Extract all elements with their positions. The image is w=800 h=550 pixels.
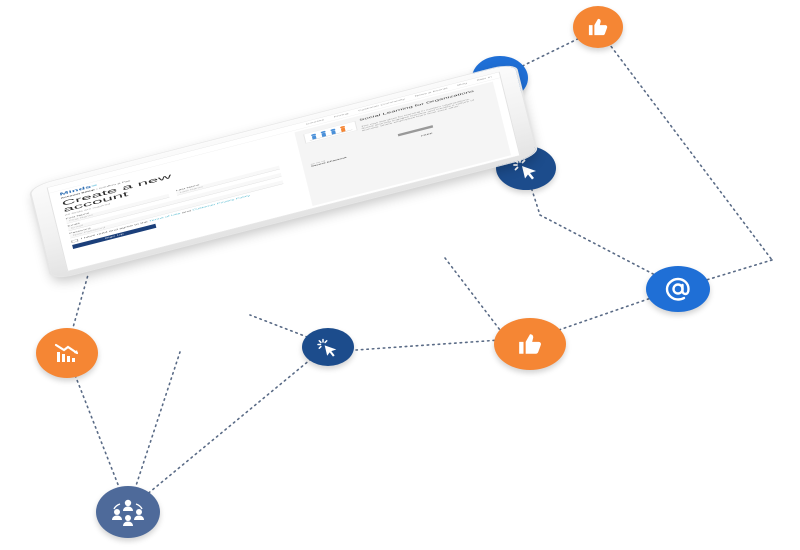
nav-item-blog[interactable]: Blog xyxy=(456,82,468,87)
nav-item-pricing[interactable]: Pricing xyxy=(333,112,349,119)
chart-down-icon xyxy=(54,343,79,362)
at-sign-icon xyxy=(665,277,690,301)
terms-checkbox[interactable] xyxy=(71,238,79,244)
thumbs-up-node[interactable] xyxy=(573,6,623,48)
people-network-icon xyxy=(112,499,144,526)
connector-line xyxy=(679,259,773,289)
payment-info: ▭ ▭ ▭ Secure Checkout xyxy=(310,154,347,167)
tablet-screen: Courses Pricing Customer Community News … xyxy=(46,71,521,272)
thumbs-up-icon xyxy=(588,18,608,36)
chart-down-node[interactable] xyxy=(36,328,98,378)
connector-line xyxy=(65,274,89,353)
connector-line xyxy=(597,28,773,261)
connector-line xyxy=(65,351,129,511)
cursor-click-node[interactable] xyxy=(302,328,354,366)
promo-illustration xyxy=(303,120,358,144)
thumbs-up-node[interactable] xyxy=(494,318,566,370)
connector-line xyxy=(127,344,329,511)
connector-line xyxy=(355,339,501,351)
connector-line xyxy=(127,351,181,511)
promo-panel: Social Learning for Organizations The ne… xyxy=(294,81,512,207)
cursor-click-icon xyxy=(317,338,337,357)
thumbs-up-icon xyxy=(519,334,541,354)
nav-item-sign-in[interactable]: Sign In xyxy=(476,75,492,82)
team-illustration-icon xyxy=(309,126,353,141)
at-sign-node[interactable] xyxy=(646,266,710,312)
tablet-device: Courses Pricing Customer Community News … xyxy=(30,63,537,280)
price-label: FREE xyxy=(420,132,433,137)
terms-and: and xyxy=(181,209,192,214)
connector-line xyxy=(444,257,501,331)
cursor-click-icon xyxy=(513,158,536,180)
people-network-node[interactable] xyxy=(96,486,160,538)
